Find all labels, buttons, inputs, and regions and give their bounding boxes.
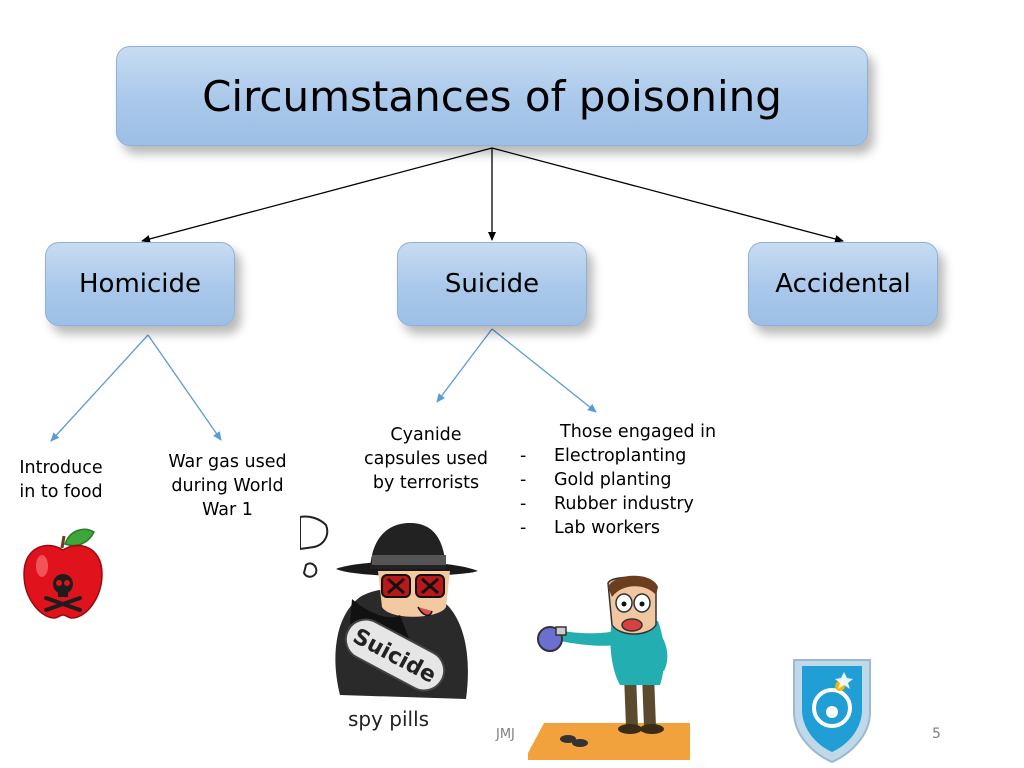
leaf-line: during World <box>171 476 284 496</box>
list-item: - Electroplanting <box>520 444 730 468</box>
title-box: Circumstances of poisoning <box>116 46 868 146</box>
homicide-box: Homicide <box>45 242 235 326</box>
list-item-label: Lab workers <box>554 518 660 538</box>
leaf-line: Introduce <box>19 458 103 478</box>
leaf-line: by terrorists <box>372 473 480 493</box>
homicide-label: Homicide <box>78 269 202 299</box>
suicide-box: Suicide <box>397 242 587 326</box>
list-item: - Rubber industry <box>520 492 730 516</box>
shield-logo-icon <box>793 659 871 764</box>
list-dash: - <box>520 470 527 490</box>
leaf-line: capsules used <box>363 449 489 469</box>
spy-illustration: Suicide <box>300 515 478 699</box>
arrow-title-to-homicide <box>141 147 493 243</box>
arrow-title-to-accidental <box>491 147 844 243</box>
leaf-line: in to food <box>19 482 103 502</box>
list-item: - Lab workers <box>520 516 730 540</box>
accidental-box: Accidental <box>748 242 938 326</box>
list-item-label: Gold planting <box>554 470 672 490</box>
poison-apple-icon <box>23 528 103 619</box>
occupations-heading: Those engaged in <box>560 422 717 442</box>
leaf-line: War gas used <box>168 452 287 472</box>
occupation-list: - Electroplanting - Gold planting - Rubber … <box>520 444 730 540</box>
leaf-line: War 1 <box>202 500 253 520</box>
list-dash: - <box>520 494 527 514</box>
leaf-war-gas: War gas used during World War 1 <box>155 450 300 522</box>
list-item: - Gold planting <box>520 468 730 492</box>
leaf-introduce-food: Introduce in to food <box>6 456 116 504</box>
list-dash: - <box>520 446 527 466</box>
suicide-label: Suicide <box>444 269 540 299</box>
footer-author: JMJ <box>496 727 515 742</box>
page-number: 5 <box>932 726 941 742</box>
arrow-homicide-to-food <box>50 334 149 442</box>
list-dash: - <box>520 518 527 538</box>
diagram-title: Circumstances of poisoning <box>202 71 782 121</box>
arrow-homicide-to-gas <box>147 334 222 441</box>
arrow-suicide-to-engaged <box>491 328 597 413</box>
list-item-label: Rubber industry <box>554 494 694 514</box>
spy-caption: spy pills <box>348 707 430 731</box>
leaf-cyanide: Cyanide capsules used by terrorists <box>350 423 502 495</box>
accidental-label: Accidental <box>775 269 911 299</box>
lab-worker-illustration <box>528 575 690 760</box>
list-item-label: Electroplanting <box>554 446 687 466</box>
leaf-occupations: Those engaged in - Electroplanting - Gold … <box>520 420 730 540</box>
leaf-line: Cyanide <box>390 425 462 445</box>
arrow-suicide-to-cyanide <box>436 328 493 403</box>
